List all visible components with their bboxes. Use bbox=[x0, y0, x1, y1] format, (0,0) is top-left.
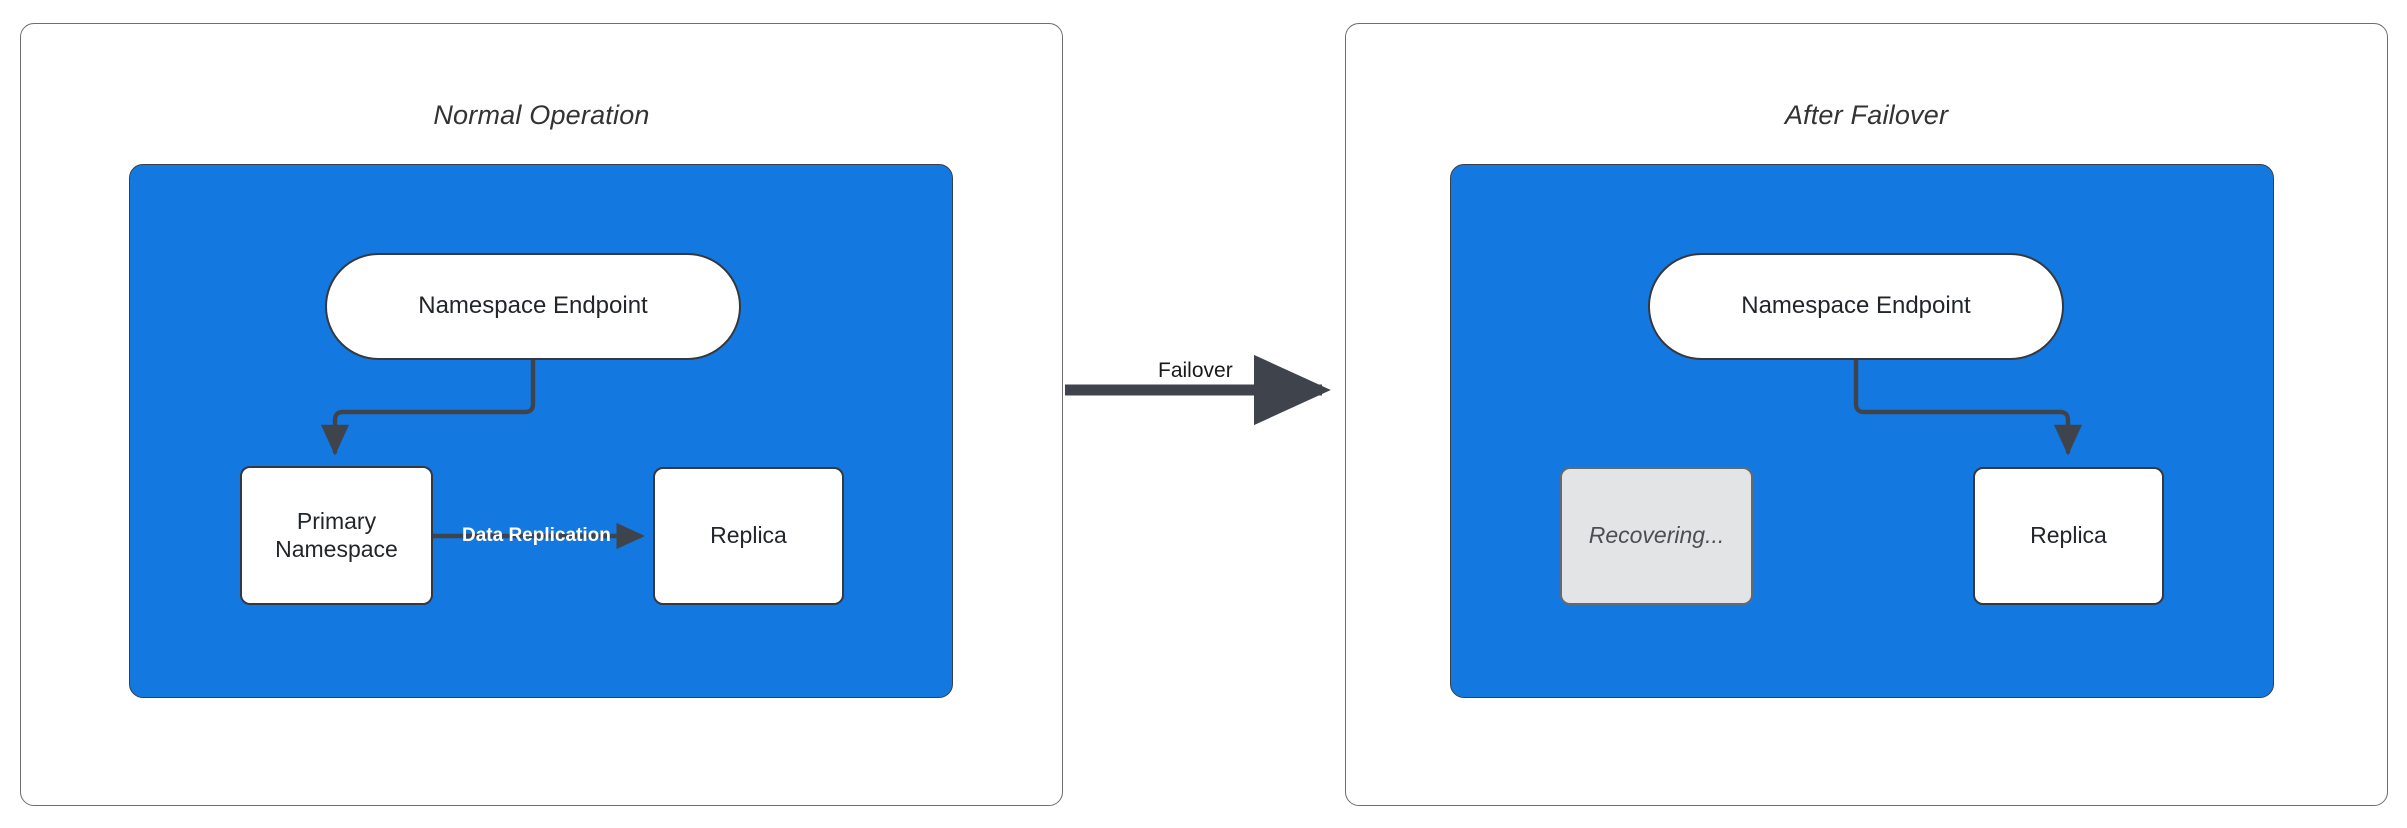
node-replica-left[interactable]: Replica bbox=[653, 467, 844, 605]
cluster-after-failover bbox=[1450, 164, 2274, 698]
transition-label-failover: Failover bbox=[1158, 359, 1233, 382]
node-primary-namespace-line2: Namespace bbox=[275, 535, 398, 562]
node-recovering[interactable]: Recovering... bbox=[1560, 467, 1753, 605]
panel-title-after-failover: After Failover bbox=[1784, 100, 1949, 130]
node-primary-namespace-line1: Primary bbox=[296, 508, 377, 535]
node-namespace-endpoint-left[interactable]: Namespace Endpoint bbox=[325, 253, 741, 360]
panel-title-normal-operation: Normal Operation bbox=[433, 100, 650, 130]
cluster-normal-operation bbox=[129, 164, 953, 698]
node-replica-right[interactable]: Replica bbox=[1973, 467, 2164, 605]
node-primary-namespace[interactable]: Primary Namespace bbox=[240, 466, 433, 605]
edge-label-data-replication: Data Replication bbox=[462, 525, 611, 546]
node-namespace-endpoint-right[interactable]: Namespace Endpoint bbox=[1648, 253, 2064, 360]
